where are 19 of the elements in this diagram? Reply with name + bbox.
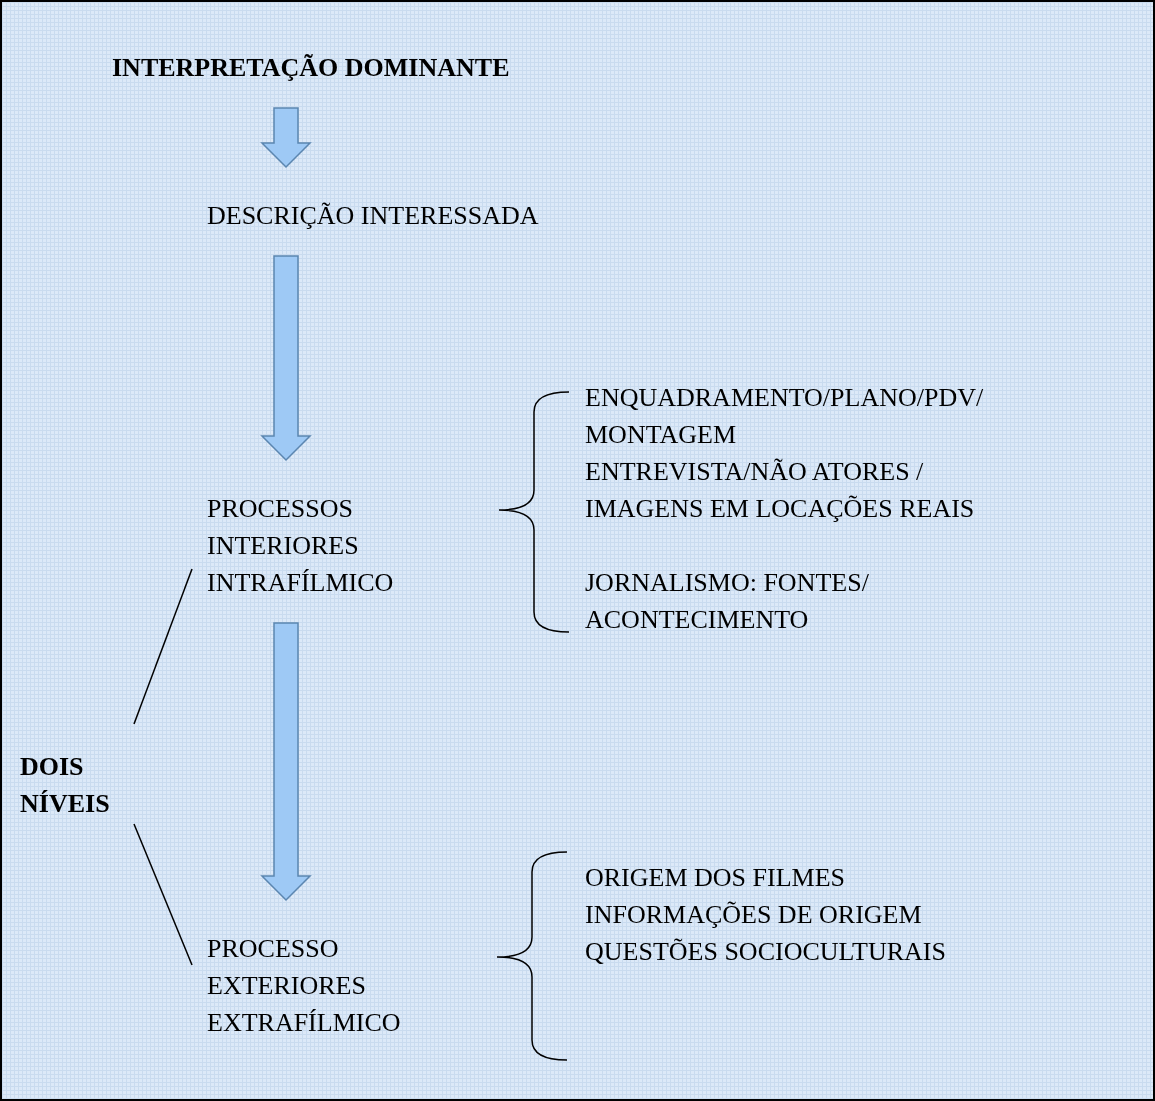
node-text: INTERPRETAÇÃO DOMINANTE [112,49,612,86]
label-text: IMAGENS EM LOCAÇÕES REAIS [585,493,975,525]
label-text: ENTREVISTA/NÃO ATORES / [585,456,924,488]
connector-line [133,568,193,725]
block-arrow [260,107,312,169]
label-text: ORIGEM DOS FILMES [585,862,846,894]
connector-line [133,823,193,966]
label-text: MONTAGEM [585,419,737,451]
label-text: ACONTECIMENTO [585,604,809,636]
node-text: DESCRIÇÃO INTERESSADA [207,197,657,234]
block-arrow [260,255,312,462]
label-text: JORNALISMO: FONTES/ [585,567,869,599]
block-arrow [260,622,312,902]
label-text: INFORMAÇÕES DE ORIGEM [585,899,922,931]
node-text: PROCESSOS INTERIORES INTRAFÍLMICO [207,490,467,601]
node-text: PROCESSO EXTERIORES EXTRAFÍLMICO [207,930,467,1041]
label-text: ENQUADRAMENTO/PLANO/PDV/ [585,382,984,414]
label-text: QUESTÕES SOCIOCULTURAIS [585,936,946,968]
node-text: DOIS NÍVEIS [20,748,140,822]
